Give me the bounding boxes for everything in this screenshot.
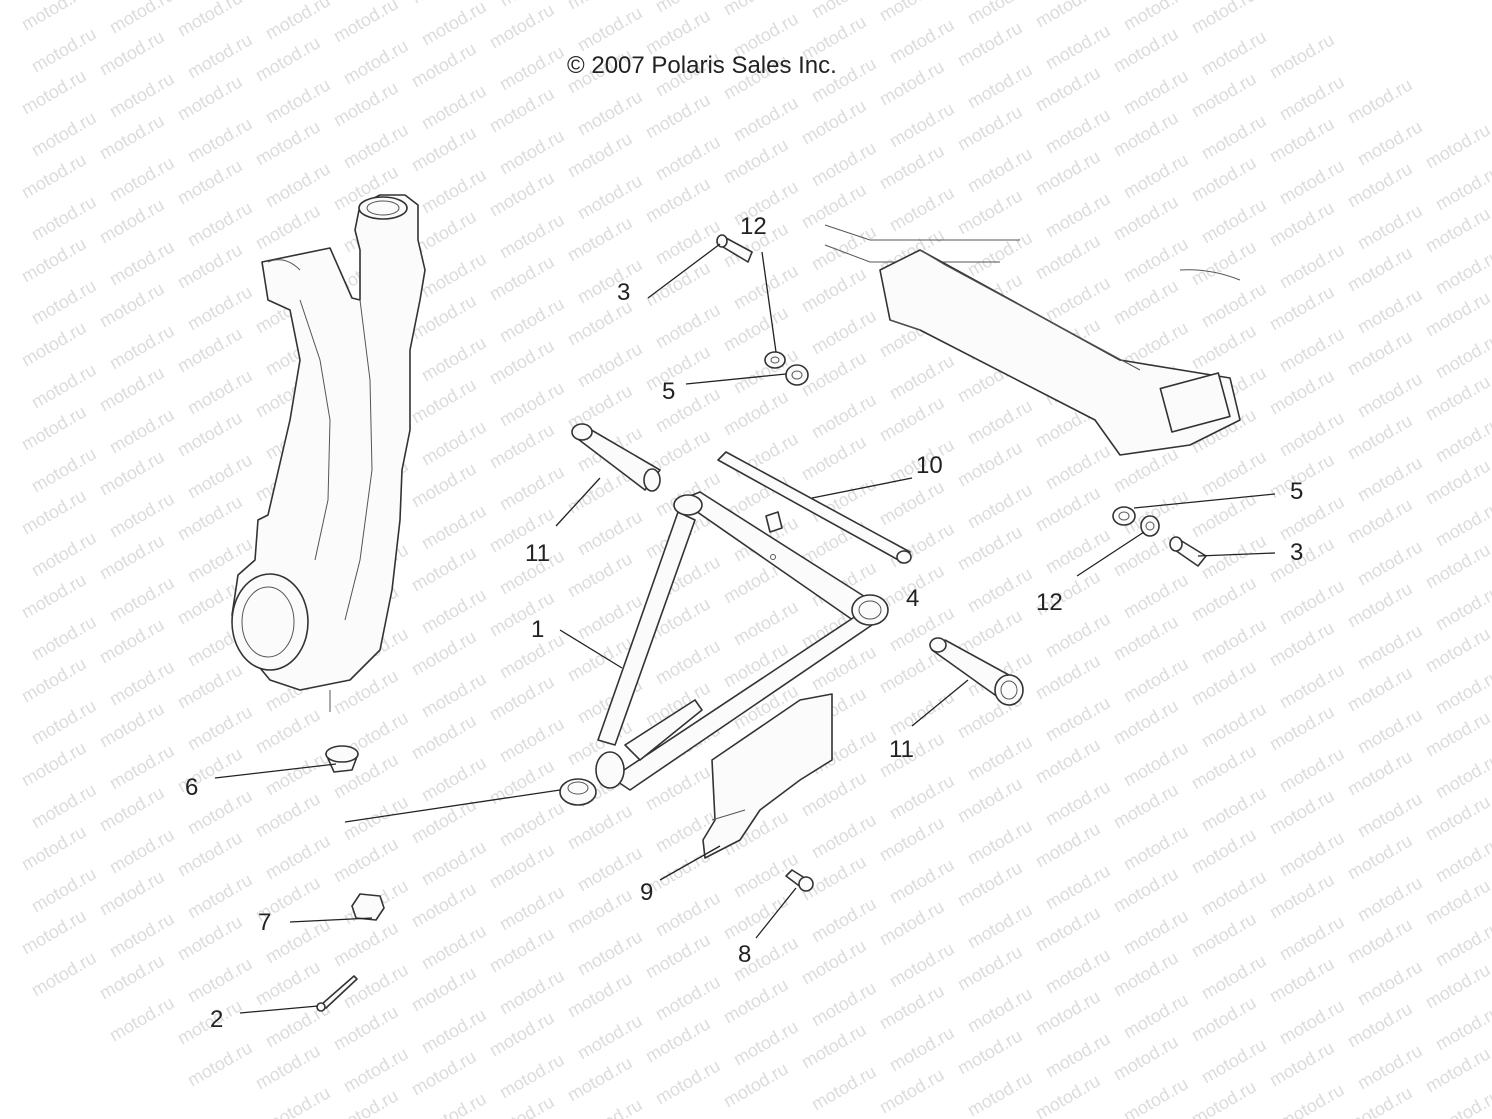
leader-lines bbox=[214, 243, 1276, 1014]
ball-joint-boot bbox=[325, 745, 597, 806]
guard-screw bbox=[785, 869, 814, 892]
callout-6: 6 bbox=[185, 774, 199, 801]
callout-2: 2 bbox=[210, 1006, 224, 1033]
copyright-text: © 2007 Polaris Sales Inc. bbox=[567, 52, 837, 79]
callout-12-right: 12 bbox=[1036, 589, 1063, 616]
callout-5-left: 5 bbox=[662, 378, 676, 405]
arm-guard bbox=[702, 693, 833, 859]
callout-4: 4 bbox=[906, 585, 920, 612]
frame-section bbox=[824, 224, 1241, 456]
callout-7: 7 bbox=[258, 909, 272, 936]
callout-12-left: 12 bbox=[740, 213, 767, 240]
bolts-and-washers bbox=[716, 234, 1207, 567]
callout-1: 1 bbox=[531, 616, 545, 643]
callout-9: 9 bbox=[640, 879, 654, 906]
callout-8: 8 bbox=[738, 941, 752, 968]
steering-knuckle bbox=[231, 194, 426, 712]
callout-3-right: 3 bbox=[1290, 539, 1304, 566]
callout-11-right: 11 bbox=[889, 736, 914, 763]
callout-11-left: 11 bbox=[525, 540, 550, 567]
grease-fitting bbox=[765, 511, 783, 533]
pivot-shaft bbox=[717, 451, 912, 564]
bushing-sleeves bbox=[571, 423, 1024, 706]
callout-5-right: 5 bbox=[1290, 478, 1304, 505]
callout-10: 10 bbox=[916, 452, 943, 479]
a-arm bbox=[595, 491, 889, 791]
callout-3-left: 3 bbox=[617, 279, 631, 306]
castle-nut bbox=[351, 893, 385, 921]
cotter-pin bbox=[316, 975, 358, 1012]
